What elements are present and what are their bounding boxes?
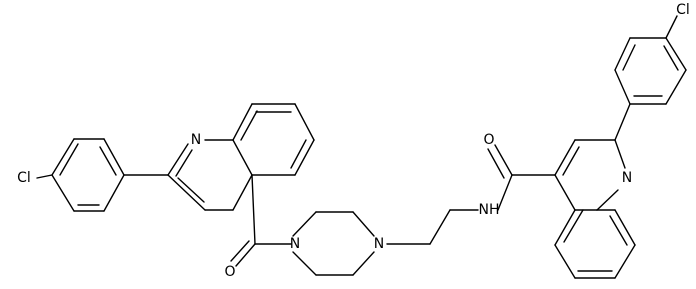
- bond: [294, 103, 315, 141]
- bond: [596, 189, 619, 211]
- bond: [494, 144, 513, 176]
- bond: [232, 139, 253, 176]
- atom-nh-amide: NH: [479, 202, 500, 218]
- bond: [622, 44, 636, 71]
- atom-n-quinoline-left: N: [191, 132, 201, 148]
- bond: [609, 215, 628, 246]
- bond: [554, 244, 576, 279]
- bond: [614, 244, 636, 279]
- bond: [51, 138, 75, 176]
- bond: [562, 146, 580, 176]
- atom-n-piperazine-right: N: [374, 236, 384, 252]
- atom-n-piperazine-left: N: [290, 236, 300, 252]
- bond: [554, 174, 576, 211]
- bond: [99, 146, 117, 176]
- bond: [554, 209, 576, 246]
- bond: [51, 174, 75, 212]
- bond: [665, 37, 687, 71]
- bond: [563, 209, 584, 243]
- bond: [175, 149, 193, 177]
- bond: [614, 103, 631, 141]
- bond: [614, 37, 631, 71]
- bond: [235, 243, 256, 267]
- bond: [36, 174, 53, 179]
- bond: [665, 69, 687, 105]
- bond: [614, 139, 626, 169]
- bond: [614, 209, 636, 246]
- atom-o-carbonyl-left: O: [224, 264, 235, 280]
- bond: [497, 174, 513, 211]
- bond: [429, 209, 451, 245]
- bond: [292, 211, 317, 237]
- atom-labels: Cl N O N N NH O N Cl: [17, 2, 690, 280]
- atom-o-carbonyl-right: O: [483, 132, 494, 148]
- atom-cl-left: Cl: [17, 170, 31, 186]
- bond: [230, 240, 250, 262]
- bond: [614, 69, 631, 105]
- bond: [232, 103, 253, 141]
- bond: [59, 143, 79, 176]
- bond: [487, 148, 505, 179]
- atom-cl-right: Cl: [676, 2, 690, 18]
- bond: [167, 174, 206, 211]
- bond: [103, 138, 125, 176]
- bond: [352, 251, 375, 276]
- bond: [294, 139, 315, 176]
- bond: [232, 174, 253, 211]
- bond: [352, 211, 375, 237]
- atom-n-quinoline-right: N: [622, 170, 632, 186]
- bond: [292, 251, 317, 276]
- bond: [663, 45, 679, 71]
- bond: [240, 110, 258, 141]
- bond: [167, 143, 189, 176]
- bond: [665, 15, 678, 39]
- bond: [290, 139, 307, 169]
- bond: [177, 177, 205, 203]
- bond: [554, 139, 576, 176]
- bond: [103, 174, 125, 212]
- bond-lines: [36, 15, 687, 279]
- bond: [251, 174, 256, 245]
